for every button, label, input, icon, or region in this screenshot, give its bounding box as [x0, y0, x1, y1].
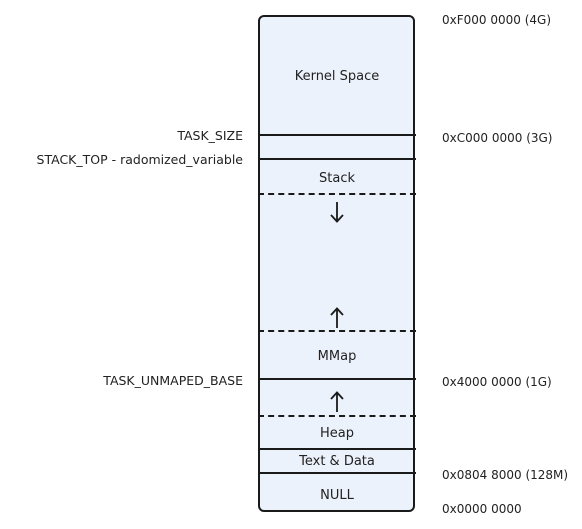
address-zero-label: 0x0000 0000	[442, 502, 522, 516]
mmap-base-boundary-line	[258, 378, 416, 380]
heap-label: Heap	[320, 426, 354, 441]
mmap-label: MMap	[317, 349, 357, 364]
kernel-space-label: Kernel Space	[294, 69, 380, 84]
heap-top-dashed-line	[258, 415, 416, 417]
heap-growth-up-arrow-icon	[330, 391, 344, 412]
address-text-base-label: 0x0804 8000 (128M)	[442, 468, 569, 482]
stack-growth-down-arrow-icon	[330, 202, 344, 223]
mmap-top-dashed-line	[258, 330, 416, 332]
address-mmap-base-label: 0x4000 0000 (1G)	[442, 375, 552, 389]
stack-end-dashed-line	[258, 193, 416, 195]
null-label: NULL	[320, 488, 354, 503]
address-task-size-label: 0xC000 0000 (3G)	[442, 131, 553, 145]
mmap-growth-up-arrow-icon	[330, 307, 344, 328]
task-size-boundary-line	[258, 134, 416, 136]
stack-top-boundary-line	[258, 158, 416, 160]
text-data-label: Text & Data	[299, 454, 375, 469]
stack-top-label: STACK_TOP - radomized_variable	[36, 152, 243, 167]
address-space-box	[258, 15, 415, 512]
address-top-label: 0xF000 0000 (4G)	[442, 13, 552, 27]
task-unmaped-base-label: TASK_UNMAPED_BASE	[103, 373, 243, 388]
heap-base-boundary-line	[258, 448, 416, 450]
stack-label: Stack	[319, 171, 355, 186]
task-size-label: TASK_SIZE	[177, 128, 243, 143]
text-base-boundary-line	[258, 472, 416, 474]
